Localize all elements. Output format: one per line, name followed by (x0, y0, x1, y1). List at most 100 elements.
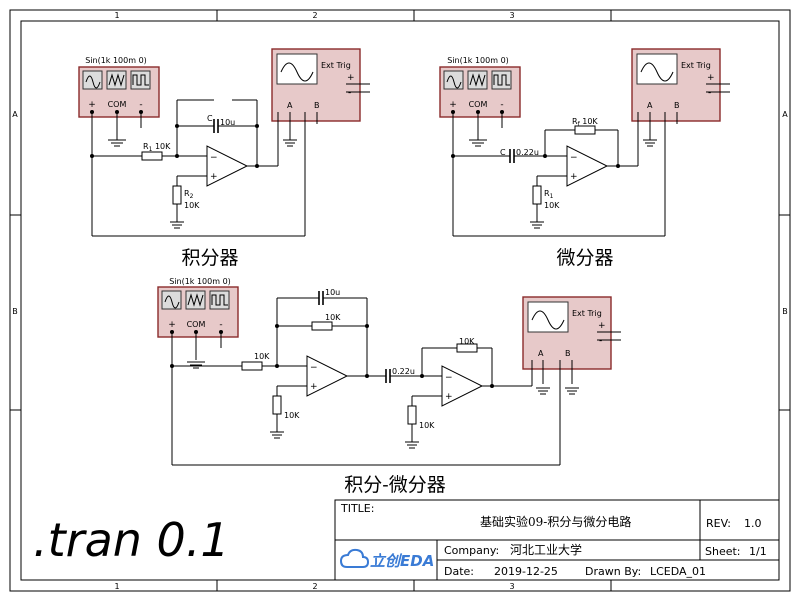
scope-plus: + (347, 73, 355, 83)
oscilloscope[interactable]: Ext Trig + - A B (522, 296, 612, 370)
op-amp-differentiator: − + (566, 145, 609, 187)
differentiator-circuit: Sin(1k 100m 0) + COM - C 0.22u Rf (439, 48, 730, 269)
rev-label: REV: (706, 517, 731, 530)
r2-label: R2 (184, 189, 194, 200)
scope-minus: - (348, 88, 351, 98)
title-value: 基础实验09-积分与微分电路 (480, 514, 631, 529)
generator-plus-label: + (168, 320, 176, 330)
resistor-r2 (172, 185, 182, 205)
opamp-minus: − (445, 373, 453, 383)
integrator-differentiator-circuit: Sin(1k 100m 0) + COM - 10K 10u (157, 277, 621, 496)
rf1-value: 10K (325, 313, 341, 322)
scope-channel-b: B (674, 101, 680, 110)
frame-labels: 1 2 3 1 2 3 A B A B (12, 11, 788, 591)
row-label-b: B (12, 307, 18, 316)
scope-channel-a: A (647, 101, 653, 110)
resistor-rgnd2 (407, 405, 417, 425)
date-value: 2019-12-25 (494, 565, 558, 578)
function-generator[interactable]: Sin(1k 100m 0) + COM - (157, 277, 239, 338)
scope-waveform-icon (640, 62, 674, 82)
function-generator[interactable]: Sin(1k 100m 0) + COM - (439, 56, 521, 118)
scope-waveform-icon (280, 62, 314, 82)
generator-plus-label: + (88, 100, 96, 110)
cap-c-value: 0.22u (516, 148, 539, 157)
date-label: Date: (444, 565, 474, 578)
cap-c-value: 10u (220, 118, 235, 127)
cap2-value: 0.22u (392, 367, 415, 376)
ground-symbol (536, 387, 550, 395)
generator-minus-label: - (500, 100, 503, 110)
integrator-circuit: Sin(1k 100m 0) + COM - R1 10K (78, 48, 370, 269)
resistor-rin (241, 361, 263, 371)
ground-symbol (170, 221, 184, 229)
resistor-rgnd1 (272, 395, 282, 415)
scope-label: Ext Trig (321, 61, 351, 70)
scope-label: Ext Trig (572, 309, 602, 318)
op-amp-2: − + (441, 365, 484, 407)
sheet-label: Sheet: (705, 545, 741, 558)
resistor-r1 (141, 151, 163, 161)
opamp-plus: + (210, 172, 218, 182)
scope-channel-b: B (565, 349, 571, 358)
ground-symbol (283, 139, 297, 147)
scope-plus: + (598, 321, 606, 331)
oscilloscope[interactable]: Ext Trig + - A B (631, 48, 721, 122)
scope-screen (276, 53, 318, 85)
rf-label: Rf 10K (572, 117, 598, 128)
generator-label: Sin(1k 100m 0) (85, 56, 147, 65)
lceda-logo: 立创EDA (339, 548, 434, 570)
oscilloscope[interactable]: Ext Trig + - A B (271, 48, 361, 122)
sheet-value: 1/1 (749, 545, 767, 558)
cap1-value: 10u (325, 288, 340, 297)
ground-symbol (565, 387, 579, 395)
generator-com-label: COM (187, 320, 206, 329)
row-label-a: A (12, 110, 18, 119)
generator-label: Sin(1k 100m 0) (169, 277, 231, 286)
rin-value: 10K (254, 352, 270, 361)
column-label-2-bottom: 2 (312, 582, 317, 591)
ground-symbol (643, 139, 657, 147)
row-label-b-right: B (782, 307, 788, 316)
ground-symbol (405, 441, 419, 449)
ground-symbol (469, 139, 487, 147)
column-label-3-bottom: 3 (509, 582, 514, 591)
rev-value: 1.0 (744, 517, 762, 530)
scope-label: Ext Trig (681, 61, 711, 70)
resistor-r1 (532, 185, 542, 205)
title-block: TITLE: 基础实验09-积分与微分电路 REV: 1.0 立创EDA Com… (334, 499, 780, 581)
r1-value: 10K (544, 201, 560, 210)
scope-plus: + (707, 73, 715, 83)
integrator-title: 积分器 (181, 247, 238, 269)
generator-label: Sin(1k 100m 0) (447, 56, 509, 65)
cap-c-label: C (500, 148, 506, 157)
generator-minus-label: - (139, 100, 142, 110)
opamp-plus: + (570, 172, 578, 182)
opamp-plus: + (310, 382, 318, 392)
cap-c-label: C (207, 114, 213, 123)
scope-channel-b: B (314, 101, 320, 110)
opamp-minus: − (310, 363, 318, 373)
column-label-3: 3 (509, 11, 514, 20)
function-generator[interactable]: Sin(1k 100m 0) + COM - (78, 56, 160, 118)
op-amp-integrator: − + (206, 145, 249, 187)
drawn-by-value: LCEDA_01 (650, 565, 706, 578)
ground-symbol (108, 139, 126, 147)
rf2-value: 10K (459, 337, 475, 346)
scope-channel-a: A (287, 101, 293, 110)
resistor-rf1 (311, 321, 333, 331)
ground-symbol (187, 361, 205, 369)
column-label-1: 1 (114, 11, 119, 20)
op-amp-1: − + (306, 355, 349, 397)
cloud-logo-icon (339, 548, 370, 568)
company-value: 河北工业大学 (510, 542, 582, 557)
title-label: TITLE: (340, 502, 374, 515)
scope-screen (636, 53, 678, 85)
r1-label: R1 10K (143, 142, 171, 153)
generator-minus-label: - (219, 320, 222, 330)
differentiator-title: 微分器 (556, 247, 613, 269)
scope-channel-a: A (538, 349, 544, 358)
scope-screen (527, 301, 569, 333)
row-label-a-right: A (782, 110, 788, 119)
generator-com-label: COM (108, 100, 127, 109)
